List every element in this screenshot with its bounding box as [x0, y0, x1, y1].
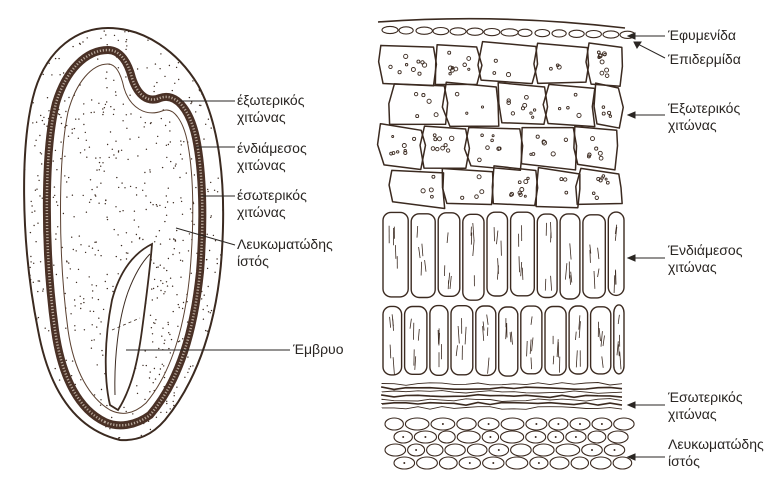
- label-epidermis: Έπιδερμίδα: [668, 51, 741, 68]
- label-embryo: Έμβρυο: [293, 341, 344, 358]
- middle-coat-cells: [383, 212, 624, 376]
- inner-coat-cells: [382, 383, 622, 410]
- seed-longitudinal-section: [24, 28, 224, 440]
- outer-coat-cells: [378, 19, 635, 209]
- left-label-leaders: [126, 101, 290, 350]
- endosperm-cells: [385, 418, 634, 469]
- embryo-shape: [106, 244, 152, 410]
- label-cuticle: Έφυμενίδα: [668, 27, 736, 44]
- right-label-leaders: [628, 33, 665, 460]
- seed-coat-cross-section: [378, 19, 635, 469]
